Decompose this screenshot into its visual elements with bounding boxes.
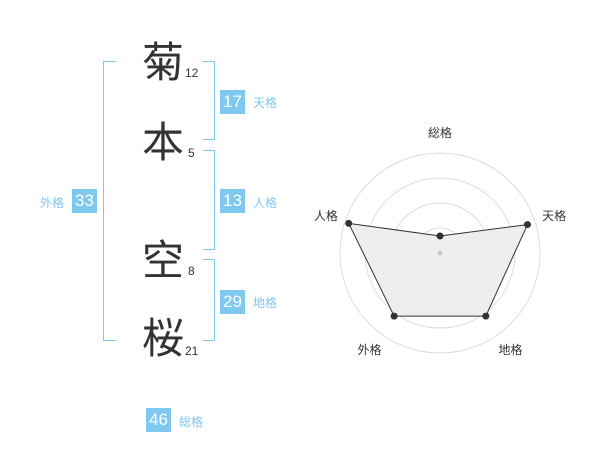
- radar-point-5: [345, 219, 353, 227]
- name-char-2: 本: [142, 118, 185, 167]
- tenkaku-bracket: [203, 61, 215, 140]
- soukaku-label: 総格: [179, 415, 204, 429]
- radar-center: [437, 250, 443, 256]
- radar-axis-label-4: 外格: [357, 342, 381, 357]
- chikaku-label: 地格: [253, 296, 278, 310]
- tenkaku-value: 17: [220, 90, 245, 114]
- stroke-count-2: 5: [188, 146, 195, 160]
- radar-area: [347, 222, 529, 317]
- radar-axis-label-1: 総格: [428, 125, 452, 140]
- jinkaku-label: 人格: [253, 196, 278, 210]
- name-char-4: 桜: [142, 314, 185, 363]
- radar-point-3: [482, 312, 490, 320]
- radar-axis-label-3: 地格: [499, 342, 523, 357]
- stroke-count-3: 8: [188, 264, 195, 278]
- jinkaku-bracket: [203, 150, 215, 250]
- chikaku-bracket: [203, 259, 215, 341]
- stroke-count-1: 12: [185, 66, 199, 80]
- gaikaku-label: 外格: [40, 196, 65, 210]
- radar-points: [345, 219, 531, 320]
- radar-point-2: [523, 221, 531, 229]
- soukaku-value: 46: [146, 408, 171, 432]
- chikaku-value: 29: [220, 290, 245, 314]
- radar-ring-4: [339, 152, 541, 354]
- stroke-count-4: 21: [185, 344, 199, 358]
- gaikaku-bracket: [103, 61, 116, 341]
- name-char-3: 空: [142, 236, 185, 285]
- gaikaku-value: 33: [72, 189, 97, 213]
- tenkaku-label: 天格: [253, 96, 278, 110]
- radar-axis-label-2: 天格: [542, 208, 566, 223]
- radar-axis-label-5: 人格: [314, 208, 338, 223]
- radar-point-4: [390, 312, 398, 320]
- jinkaku-value: 13: [220, 189, 245, 213]
- radar-point-1: [436, 232, 444, 240]
- name-char-1: 菊: [142, 38, 185, 87]
